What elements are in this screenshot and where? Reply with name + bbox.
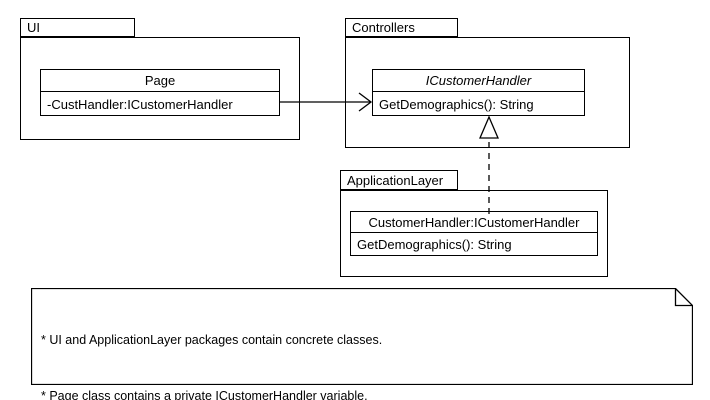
class-title-icustomerhandler: ICustomerHandler xyxy=(373,70,584,92)
connector-customerhandler-realizes-icustomerhandler xyxy=(479,115,499,214)
note-shape xyxy=(31,288,693,385)
class-method-icustomerhandler-getdemographics: GetDemographics(): String xyxy=(379,96,534,112)
package-label-controllers: Controllers xyxy=(352,20,415,35)
note-design-notes[interactable]: * UI and ApplicationLayer packages conta… xyxy=(31,288,693,400)
class-method-customerhandler-getdemographics: GetDemographics(): String xyxy=(357,237,512,252)
class-box-page[interactable]: Page -CustHandler:ICustomerHandler xyxy=(40,69,280,116)
note-line-2: * Page class contains a private ICustome… xyxy=(41,388,368,400)
package-label-applicationlayer: ApplicationLayer xyxy=(347,172,444,188)
package-tab-ui[interactable]: UI xyxy=(20,18,135,37)
class-attribute-page-custhandler: -CustHandler:ICustomerHandler xyxy=(47,96,233,112)
class-box-icustomerhandler[interactable]: ICustomerHandler GetDemographics(): Stri… xyxy=(372,69,585,116)
note-line-1: * UI and ApplicationLayer packages conta… xyxy=(41,333,383,347)
class-title-customerhandler: CustomerHandler:ICustomerHandler xyxy=(351,212,597,233)
package-tab-controllers[interactable]: Controllers xyxy=(345,18,458,37)
class-box-customerhandler[interactable]: CustomerHandler:ICustomerHandler GetDemo… xyxy=(350,211,598,256)
note-text-block: * UI and ApplicationLayer packages conta… xyxy=(41,294,589,400)
package-tab-applicationlayer[interactable]: ApplicationLayer xyxy=(340,170,458,190)
class-title-page: Page xyxy=(41,70,279,92)
package-label-ui: UI xyxy=(27,20,40,35)
connector-page-to-icustomerhandler xyxy=(280,92,373,112)
